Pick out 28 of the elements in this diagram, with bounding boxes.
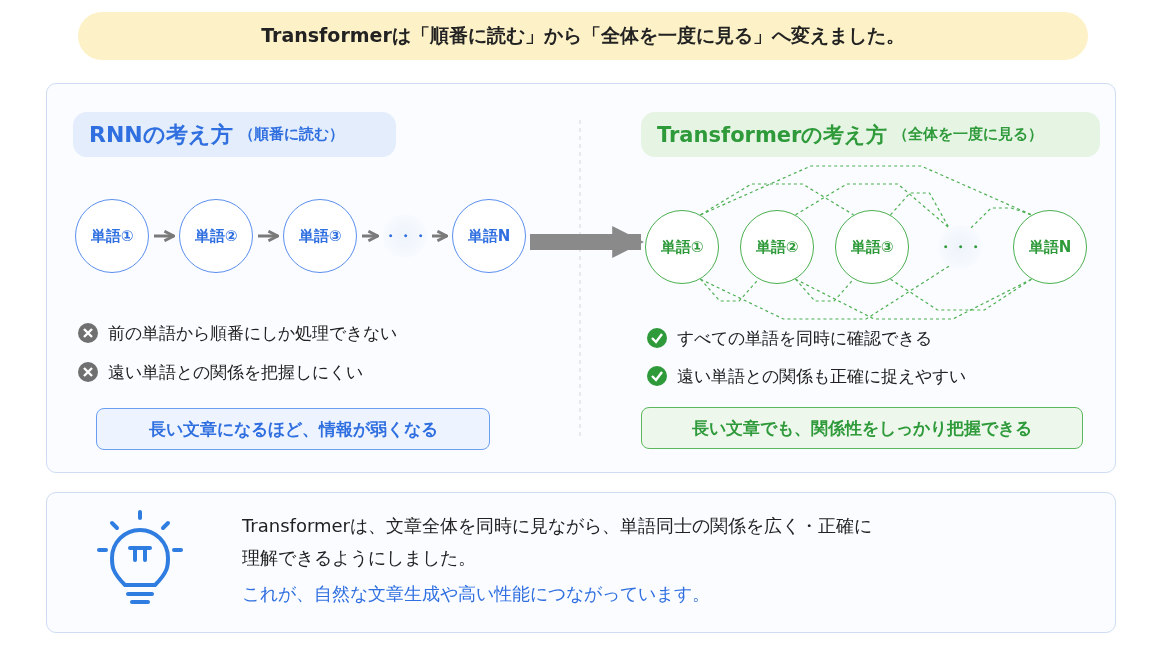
subheading-text: （順番に読む） [238, 125, 344, 144]
connection-line [889, 278, 1033, 311]
connection-line [699, 278, 760, 302]
title-banner: Transformerは「順番に読む」から「全体を一度に見る」へ変えました。 [78, 12, 1088, 60]
bullet-text: 前の単語から順番にしか処理できない [108, 322, 397, 344]
arrow [258, 229, 280, 243]
subheading-text: （全体を一度に見る） [893, 125, 1044, 144]
arrow [362, 229, 380, 243]
heading-text: Transformerの考え方 [657, 121, 888, 149]
summary-box: 長い文章になるほど、情報が弱くなる [96, 408, 490, 450]
connection-line [889, 192, 950, 229]
note-text: これが、自然な文章生成や高い性能につながっています。 [242, 582, 711, 606]
bullet-text: 遠い単語との関係を把握しにくい [108, 361, 363, 383]
connection-line [699, 265, 950, 320]
heading-text: RNNの考え方 [89, 120, 233, 149]
summary-box: 長い文章でも、関係性をしっかり把握できる [641, 407, 1083, 449]
bullet-text: 遠い単語との関係も正確に捉えやすい [677, 365, 966, 387]
block-arrow [530, 226, 645, 258]
bullet-text: すべての単語を同時に確認できる [677, 327, 932, 349]
connection-line [794, 278, 1033, 320]
arrow [154, 229, 176, 243]
connection-line [794, 183, 950, 229]
connection-line [699, 183, 855, 216]
heading-pill [641, 112, 1100, 157]
note-text: Transformerは、文章全体を同時に見ながら、単語同士の関係を広く・正確に理解できるようにしました。 [242, 514, 873, 570]
connection-line [794, 278, 855, 302]
connection-line [970, 207, 1033, 229]
arrow [432, 229, 449, 243]
